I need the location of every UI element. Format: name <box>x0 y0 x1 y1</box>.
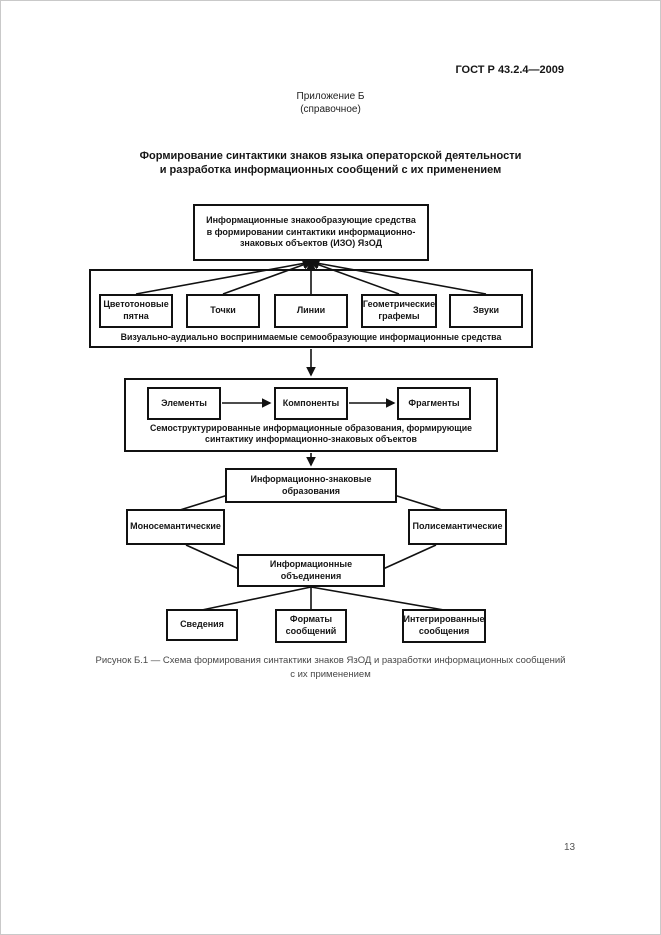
node-elements: Элементы <box>147 387 221 420</box>
node-dots: Точки <box>186 294 260 328</box>
appendix-heading-block: Приложение Б (справочное) <box>1 91 660 116</box>
node-components: Компоненты <box>274 387 348 420</box>
semantic-links <box>179 494 443 570</box>
figure-caption-line2: с их применением <box>290 669 371 681</box>
node-lines: Линии <box>274 294 348 328</box>
page-number: 13 <box>564 842 576 853</box>
appendix-note: (справочное) <box>300 103 361 115</box>
node-sign-forming-means: Информационные знакообразующие средства … <box>193 204 429 261</box>
figure-caption-line1: Рисунок Б.1 — Схема формирования синтакт… <box>95 655 566 666</box>
node-message-formats: Форматы сообщений <box>275 609 347 643</box>
node-information-unions: Информационные объединения <box>237 554 385 587</box>
node-monosemantic: Моносемантические <box>126 509 225 545</box>
node-color-tone-spots: Цветотоновые пятна <box>99 294 173 328</box>
node-data: Сведения <box>166 609 238 641</box>
node-geometric-graphemes: Геометрические графемы <box>361 294 437 328</box>
group-perceived-media-label: Визуально-аудиально воспринимаемые семоо… <box>120 332 502 342</box>
group-semo-structured-label: Семоструктурированные информационные обр… <box>149 423 473 445</box>
node-polysemantic: Полисемантические <box>408 509 507 545</box>
node-sounds: Звуки <box>449 294 523 328</box>
section-title: Формирование синтактики знаков языка опе… <box>1 149 660 178</box>
node-info-sign-formations: Информационно-знаковые образования <box>225 468 397 503</box>
node-integrated-messages: Интегрированные сообщения <box>402 609 486 643</box>
group-perceived-media: Цветотоновые пятна Точки Линии Геометрич… <box>89 269 533 348</box>
group-semo-structured: Элементы Компоненты Фрагменты Семострукт… <box>124 378 498 452</box>
union-fan-links <box>201 586 445 611</box>
fan-arrows-to-top-box <box>135 258 487 295</box>
standard-number: ГОСТ Р 43.2.4—2009 <box>455 64 564 76</box>
section-title-line2: и разработка информационных сообщений с … <box>159 164 502 177</box>
node-fragments: Фрагменты <box>397 387 471 420</box>
appendix-heading: Приложение Б <box>296 91 365 102</box>
section-title-line1: Формирование синтактики знаков языка опе… <box>139 150 522 162</box>
figure-caption: Рисунок Б.1 — Схема формирования синтакт… <box>41 654 620 683</box>
